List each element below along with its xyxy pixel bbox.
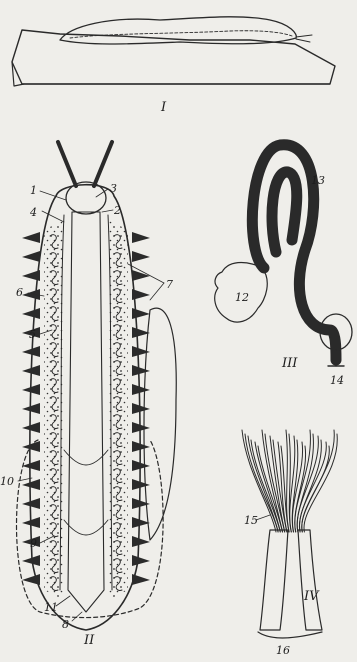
panel-2-numeral: II [83, 633, 95, 648]
spine [132, 270, 150, 281]
label-9: 9 [30, 537, 37, 550]
displaced-organ [144, 308, 176, 540]
spine [132, 574, 150, 585]
label-3: 3 [110, 182, 117, 195]
spine [22, 460, 40, 471]
spine [132, 365, 150, 376]
spine [132, 251, 150, 262]
label-15: 15 [244, 514, 258, 527]
label-11: 11 [44, 601, 58, 614]
spine [132, 479, 150, 490]
spine [22, 422, 40, 433]
spine [132, 536, 150, 547]
panel-4-tubule-bundle: 15 IV 16 [242, 430, 337, 657]
label-4: 4 [29, 206, 37, 219]
label-12: 12 [235, 291, 249, 304]
central-gut [68, 212, 104, 612]
spine [132, 441, 150, 452]
spine [22, 555, 40, 566]
spine [132, 460, 150, 471]
spine [132, 403, 150, 414]
label-13: 13 [311, 174, 325, 187]
panel-1-numeral: I [160, 100, 167, 115]
spine [22, 346, 40, 357]
spine [22, 479, 40, 490]
label-8: 8 [62, 618, 69, 631]
panel-2-dissection: 1 2 3 4 5 6 7 8 9 10 11 II [0, 142, 176, 648]
spine [132, 346, 150, 357]
panel-3-numeral: III [281, 356, 298, 371]
panel-4-numeral: IV [303, 589, 320, 604]
spine [22, 308, 40, 319]
label-2: 2 [113, 204, 121, 217]
label-7: 7 [166, 278, 173, 291]
head [66, 182, 106, 214]
label-16: 16 [276, 644, 290, 657]
spine [22, 232, 40, 243]
panel-1-worm-on-stone: I [12, 17, 335, 115]
spine [132, 555, 150, 566]
label-14: 14 [330, 374, 344, 387]
spine [132, 422, 150, 433]
spine [132, 232, 150, 243]
duct-wall-right [298, 530, 322, 630]
spine [22, 574, 40, 585]
panel-3-coiled-organ: 13 12 III 14 [215, 145, 352, 387]
label-6: 6 [16, 286, 23, 299]
spine [132, 289, 150, 300]
duct-wall-left [260, 530, 288, 630]
spine [132, 308, 150, 319]
label-10: 10 [0, 475, 14, 488]
spine [22, 251, 40, 262]
stone-block [12, 30, 335, 84]
label-1: 1 [30, 184, 37, 197]
tubule [270, 436, 285, 532]
spine [22, 270, 40, 281]
spine [132, 384, 150, 395]
label-5: 5 [29, 328, 36, 341]
lateral-spines [22, 232, 150, 585]
spine [132, 498, 150, 509]
